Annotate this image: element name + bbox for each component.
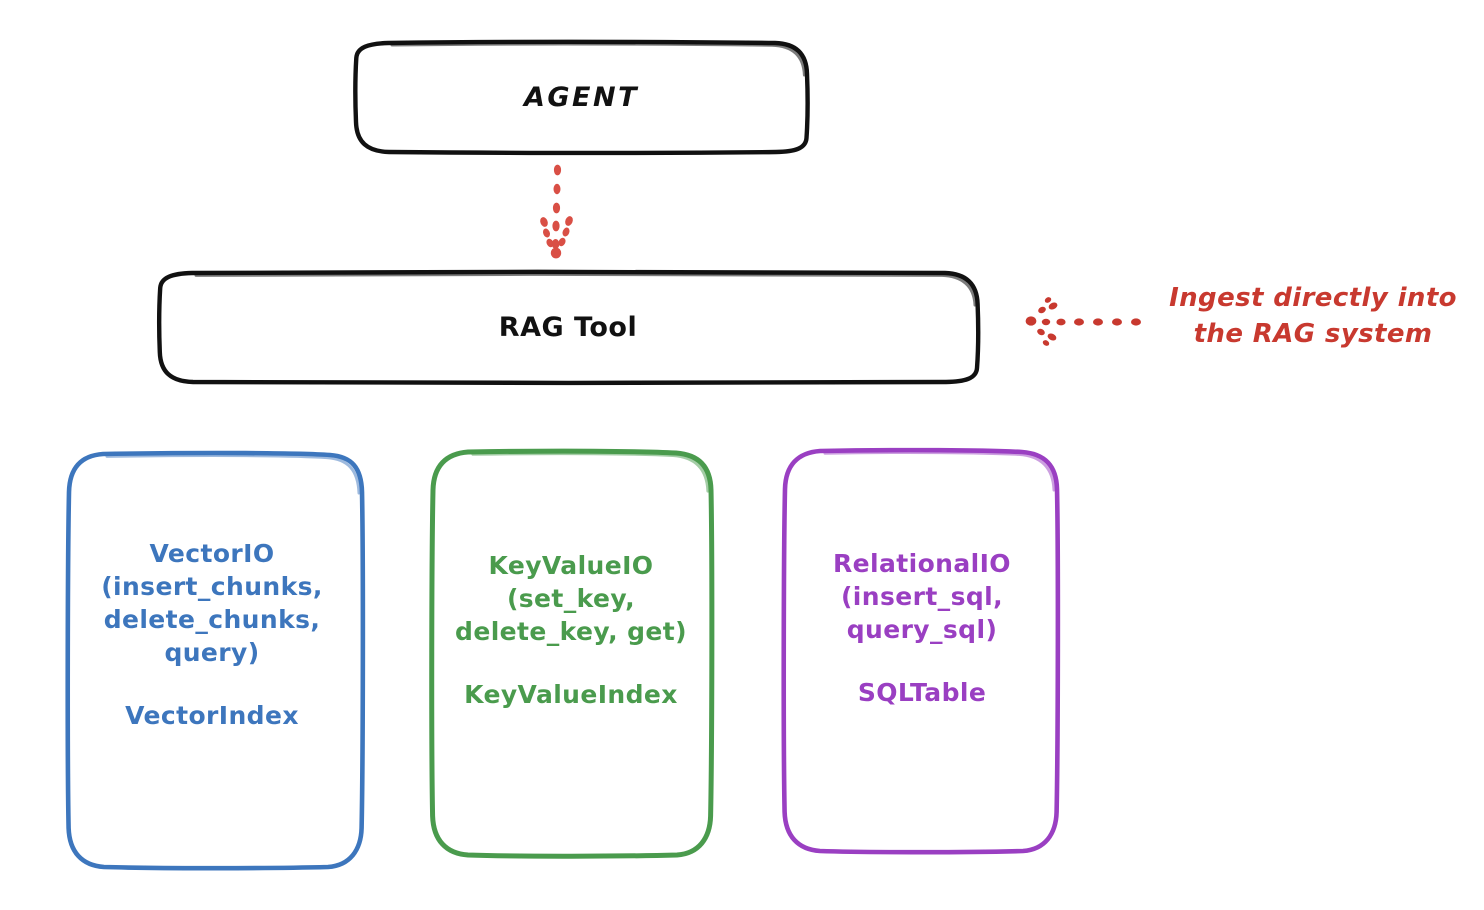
- ingest-arrow: [1025, 297, 1141, 346]
- relational-io-node[interactable]: RelationalIO (insert_sql, query_sql) SQL…: [784, 450, 1060, 852]
- rag-tool-node[interactable]: RAG Tool: [158, 272, 978, 382]
- key-value-io-node[interactable]: KeyValueIO (set_key, delete_key, get) Ke…: [430, 452, 712, 856]
- ingest-annotation-text: Ingest directly into the RAG system: [1169, 283, 1457, 350]
- sql-table-label: SQLTable: [857, 678, 987, 707]
- agent-node[interactable]: AGENT: [355, 42, 808, 152]
- vector-io-node[interactable]: VectorIO (insert_chunks, delete_chunks, …: [62, 452, 362, 868]
- rag-tool-node-label: RAG Tool: [498, 311, 638, 343]
- key-value-io-api-label: KeyValueIO (set_key, delete_key, get): [455, 551, 687, 646]
- key-value-index-label: KeyValueIndex: [464, 680, 678, 709]
- relational-io-api-label: RelationalIO (insert_sql, query_sql): [833, 549, 1011, 644]
- vector-io-api-label: VectorIO (insert_chunks, delete_chunks, …: [101, 539, 323, 667]
- agent-to-rag-arrow: [540, 164, 573, 259]
- vector-index-label: VectorIndex: [125, 701, 299, 730]
- agent-node-label: AGENT: [523, 81, 639, 113]
